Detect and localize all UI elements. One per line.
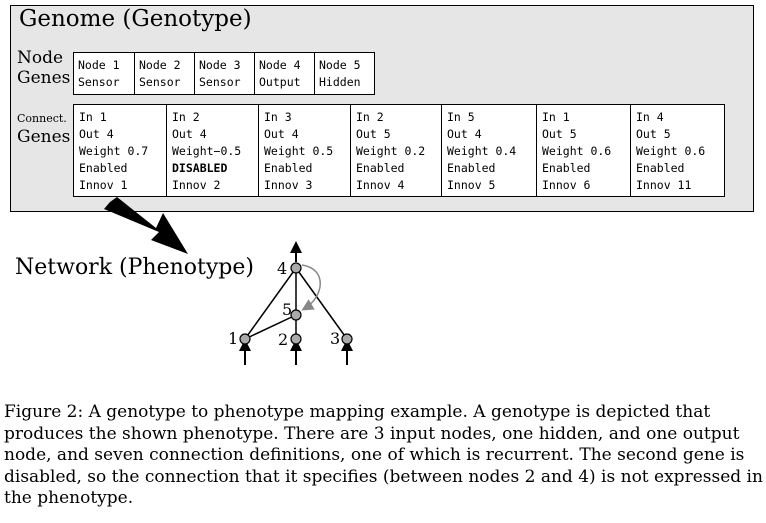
conn-genes-label-line1: Connect. [17, 112, 67, 125]
conn-gene-weight: Weight−0.5 [172, 144, 242, 158]
node-genes-table: Node 1 Sensor Node 2 Sensor Node 3 Sensor N… [73, 52, 375, 95]
input-arrow-1-icon [239, 339, 251, 351]
input-arrow-3-icon [341, 339, 353, 351]
node-label-1: 1 [228, 329, 238, 348]
node-gene-2: Node 2 Sensor [134, 53, 194, 94]
node-label-5: 5 [282, 300, 292, 319]
conn-gene-in: In 4 [636, 110, 664, 124]
conn-gene-out: Out 5 [356, 127, 391, 141]
conn-gene-innov: Innov 4 [356, 178, 405, 192]
node-label-3: 3 [330, 329, 340, 348]
caption-text: Figure 2: A genotype to phenotype mappin… [4, 402, 763, 508]
conn-gene-out: Out 5 [636, 127, 671, 141]
node-gene-type: Sensor [199, 75, 241, 89]
conn-gene-out: Out 4 [172, 127, 207, 141]
conn-gene-out: Out 4 [447, 127, 482, 141]
conn-gene-innov: Innov 2 [172, 178, 221, 192]
conn-genes-table: In 1 Out 4 Weight 0.7 Enabled Innov 1 In… [73, 104, 725, 197]
edge-1-4 [244, 267, 297, 340]
conn-gene-innov: Innov 6 [542, 178, 591, 192]
node-gene-id: Node 5 [319, 58, 361, 72]
network-diagram: 1 2 3 4 5 [228, 241, 353, 365]
node-gene-type: Hidden [319, 75, 361, 89]
genome-title: Genome (Genotype) [19, 6, 252, 32]
conn-gene-out: Out 5 [542, 127, 577, 141]
conn-gene-weight: Weight 0.4 [447, 144, 517, 158]
conn-gene-5: In 5 Out 4 Weight 0.4 Enabled Innov 5 [441, 105, 536, 196]
node-gene-id: Node 3 [199, 58, 241, 72]
conn-gene-status: Enabled [447, 161, 496, 175]
node-label-4: 4 [277, 259, 287, 278]
conn-gene-innov: Innov 11 [636, 178, 692, 192]
node-genes-label-line1: Node [17, 48, 64, 68]
node-4 [290, 262, 302, 274]
node-gene-type: Sensor [139, 75, 181, 89]
edge-1-5 [244, 314, 297, 340]
conn-gene-status: Enabled [79, 161, 128, 175]
node-gene-type: Sensor [78, 75, 120, 89]
conn-gene-innov: Innov 3 [264, 178, 313, 192]
conn-gene-weight: Weight 0.5 [264, 144, 334, 158]
conn-gene-status: Enabled [542, 161, 591, 175]
node-gene-type: Output [259, 75, 301, 89]
conn-gene-in: In 5 [447, 110, 475, 124]
node-gene-id: Node 1 [78, 58, 120, 72]
node-gene-5: Node 5 Hidden [314, 53, 374, 94]
node-genes-label-line2: Genes [17, 68, 71, 88]
network-title: Network (Phenotype) [15, 255, 254, 280]
node-gene-4: Node 4 Output [254, 53, 314, 94]
input-arrow-2-icon [290, 339, 302, 351]
node-label-2: 2 [278, 330, 288, 349]
mapping-arrow-icon [104, 197, 188, 254]
conn-gene-7: In 4 Out 5 Weight 0.6 Enabled Innov 11 [630, 105, 724, 196]
conn-gene-1: In 1 Out 4 Weight 0.7 Enabled Innov 1 [74, 105, 166, 196]
conn-genes-label-line2: Genes [17, 127, 71, 147]
node-1 [239, 333, 251, 345]
conn-gene-status: Enabled [356, 161, 405, 175]
node-5 [290, 309, 302, 321]
conn-gene-weight: Weight 0.2 [356, 144, 426, 158]
node-gene-id: Node 2 [139, 58, 181, 72]
node-gene-1: Node 1 Sensor [74, 53, 134, 94]
conn-gene-weight: Weight 0.6 [542, 144, 612, 158]
conn-gene-6: In 1 Out 5 Weight 0.6 Enabled Innov 6 [536, 105, 630, 196]
conn-gene-out: Out 4 [79, 127, 114, 141]
conn-gene-innov: Innov 1 [79, 178, 128, 192]
conn-gene-weight: Weight 0.7 [79, 144, 149, 158]
conn-gene-weight: Weight 0.6 [636, 144, 706, 158]
conn-gene-4: In 2 Out 5 Weight 0.2 Enabled Innov 4 [350, 105, 441, 196]
conn-gene-status: DISABLED [172, 161, 228, 175]
conn-gene-out: Out 4 [264, 127, 299, 141]
conn-gene-innov: Innov 5 [447, 178, 496, 192]
conn-gene-2: In 2 Out 4 Weight−0.5 DISABLED Innov 2 [166, 105, 258, 196]
conn-gene-in: In 1 [542, 110, 570, 124]
conn-gene-in: In 3 [264, 110, 292, 124]
node-3 [341, 333, 353, 345]
conn-gene-status: Enabled [264, 161, 313, 175]
edge-3-4 [295, 267, 348, 340]
node-2 [290, 333, 302, 345]
edge-4-5-recurrent [301, 264, 321, 311]
conn-gene-3: In 3 Out 4 Weight 0.5 Enabled Innov 3 [258, 105, 350, 196]
node-gene-id: Node 4 [259, 58, 301, 72]
conn-gene-in: In 2 [356, 110, 384, 124]
output-arrow-icon [290, 241, 302, 253]
conn-gene-status: Enabled [636, 161, 685, 175]
figure-caption: Figure 2: A genotype to phenotype mappin… [4, 402, 764, 510]
node-gene-3: Node 3 Sensor [194, 53, 254, 94]
conn-gene-in: In 1 [79, 110, 107, 124]
conn-gene-in: In 2 [172, 110, 200, 124]
